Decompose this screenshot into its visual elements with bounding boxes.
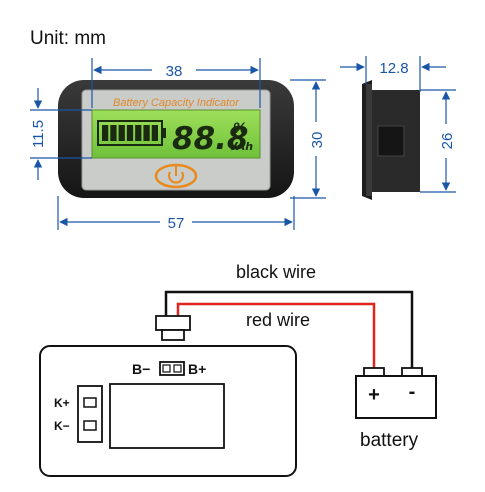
dimension-width-top: 38 (91, 58, 261, 108)
battery-bar-segment (102, 125, 109, 141)
dimension-12-8-label: 12.8 (379, 60, 408, 77)
dimension-30-label: 30 (309, 132, 326, 149)
battery-bar-segment (118, 125, 125, 141)
lcd-digits: 88.8 (172, 121, 249, 157)
panel-title: Battery Capacity Indicator (113, 97, 240, 109)
battery-bar-segment (126, 125, 134, 141)
b-minus-label: B− (132, 361, 150, 377)
k-plus-label: K+ (54, 396, 70, 410)
dimension-width-total: 57 (57, 196, 295, 232)
battery-minus: - (409, 381, 416, 403)
black-wire (164, 290, 414, 370)
dimension-38-label: 38 (166, 63, 183, 80)
device-side-view (362, 80, 420, 200)
b-plus-label: B+ (188, 361, 206, 377)
battery-bar-segment (110, 125, 117, 141)
dimension-11-5-label: 11.5 (30, 120, 47, 148)
battery-bar-segment (151, 125, 158, 141)
battery-plus: + (368, 384, 380, 406)
wiring-diagram: black wire red wire + - battery B− (39, 262, 437, 477)
lcd-vah-unit: VAh (229, 140, 253, 153)
black-wire-label: black wire (236, 262, 316, 282)
k-minus-label: K− (54, 419, 70, 433)
battery-bar-segment (143, 125, 150, 141)
device-front-view: Battery Capacity Indicator 88.8 % VAh (58, 80, 294, 198)
power-button-icon (154, 163, 198, 189)
battery-bar-indicator (97, 120, 166, 146)
device-back-outline (39, 345, 297, 477)
red-wire (176, 302, 376, 370)
battery-symbol: + - (355, 367, 437, 419)
dimension-57-label: 57 (168, 215, 185, 232)
red-wire-label: red wire (246, 310, 310, 330)
dimension-26-label: 26 (439, 133, 456, 150)
battery-label: battery (360, 430, 419, 451)
connector-plug (155, 315, 191, 341)
dimension-side-height: 26 (420, 89, 456, 193)
battery-bar-segment (135, 125, 142, 141)
unit-label: Unit: mm (30, 28, 106, 49)
dimension-height-total: 30 (290, 79, 326, 199)
lcd-percent-unit: % (233, 121, 247, 137)
dimension-depth: 12.8 (340, 56, 446, 92)
dimension-height-small: 11.5 (30, 88, 92, 180)
